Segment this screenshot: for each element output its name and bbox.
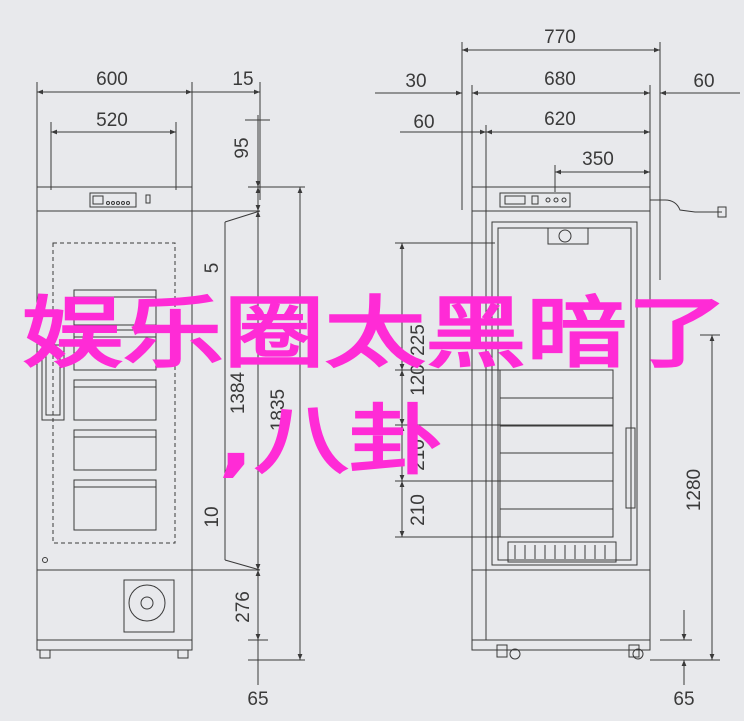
dim-620: 620 <box>544 109 576 130</box>
dim-276: 276 <box>233 591 254 623</box>
side-cabinet <box>471 186 651 651</box>
dim-65-left: 65 <box>247 689 268 710</box>
side-view <box>375 42 740 685</box>
door-handle <box>41 344 65 421</box>
vent-fan <box>128 584 166 622</box>
dim-225: 225 <box>408 324 429 356</box>
front-cabinet <box>36 186 193 651</box>
side-control-panel <box>499 192 571 208</box>
overlay-subline: ,八卦 <box>218 396 443 485</box>
dim-680: 680 <box>544 69 576 90</box>
dim-10: 10 <box>202 506 223 527</box>
dim-60-top: 60 <box>693 71 714 92</box>
dim-600: 600 <box>96 69 128 90</box>
dim-1280: 1280 <box>684 469 705 511</box>
overlay-headline: 娱乐圈太黑暗了 <box>22 289 728 379</box>
dim-210-b: 210 <box>408 494 429 526</box>
door-glass <box>52 242 176 544</box>
dim-30: 30 <box>405 71 426 92</box>
dim-1835: 1835 <box>268 389 289 431</box>
dim-210-a: 210 <box>408 439 429 471</box>
caster-rear <box>632 648 644 660</box>
dim-5: 5 <box>202 263 223 274</box>
inner-cabinet <box>491 221 638 566</box>
dim-15: 15 <box>232 69 253 90</box>
front-view <box>36 82 305 685</box>
dim-520: 520 <box>96 110 128 131</box>
dim-65-right: 65 <box>673 689 694 710</box>
caster-front <box>509 648 521 660</box>
power-cord <box>650 199 722 213</box>
dim-120: 120 <box>408 364 429 396</box>
dim-1384: 1384 <box>228 371 249 414</box>
dim-95: 95 <box>232 137 253 158</box>
vent-panel <box>123 579 175 633</box>
dim-770: 770 <box>544 27 576 48</box>
side-vent <box>507 541 617 563</box>
dim-350: 350 <box>582 149 614 170</box>
control-panel <box>89 192 137 208</box>
dim-60-inner: 60 <box>413 112 434 133</box>
evaporator-fan <box>547 227 589 245</box>
